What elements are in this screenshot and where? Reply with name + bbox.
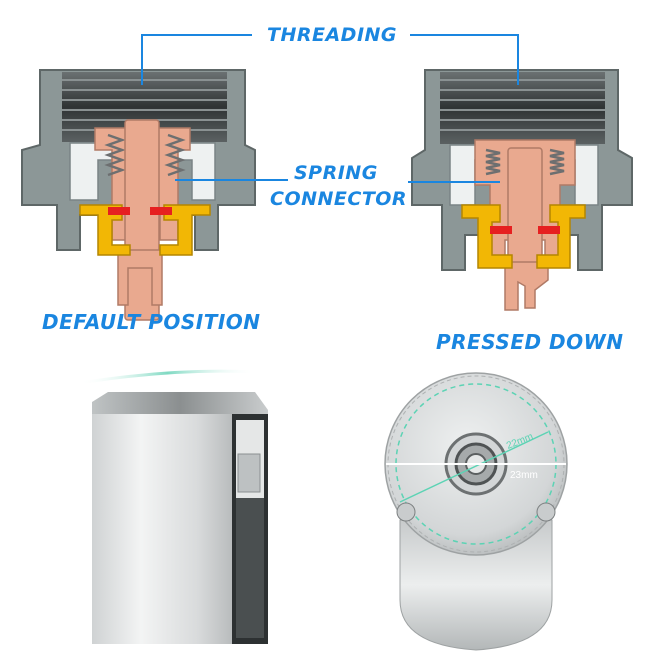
connector-label: CONNECTOR <box>270 188 408 210</box>
pressed-down-cross-section <box>411 69 633 311</box>
spring-label: SPRING <box>294 162 378 184</box>
spring-right <box>485 148 565 176</box>
red-insulator-left-b <box>150 207 172 215</box>
mod-top-view <box>384 372 568 651</box>
default-position-label: DEFAULT POSITION <box>42 310 261 334</box>
mod-top-cap <box>92 392 268 418</box>
threading-callout-right <box>410 34 519 85</box>
pressed-down-label: PRESSED DOWN <box>436 330 624 354</box>
threading-right <box>440 72 605 144</box>
threading-callout-left <box>141 34 252 85</box>
mod-side-view <box>79 369 268 644</box>
dimension-23mm: 23mm <box>510 470 538 481</box>
center-pin-right <box>507 147 543 269</box>
mod-bottom-body <box>399 519 553 651</box>
red-insulator-right-a <box>490 226 512 234</box>
diameter-line-22mm <box>399 431 549 503</box>
center-pin-left <box>124 119 160 321</box>
default-position-cross-section <box>21 69 256 321</box>
threading-label: THREADING <box>267 24 398 46</box>
callout-lines <box>141 34 519 183</box>
mod-body <box>92 414 232 644</box>
gold-cup-right <box>461 204 586 269</box>
red-insulator-right-b <box>538 226 560 234</box>
red-insulator-left-a <box>108 207 130 215</box>
spring-left <box>104 133 186 177</box>
mod-button <box>237 453 261 493</box>
